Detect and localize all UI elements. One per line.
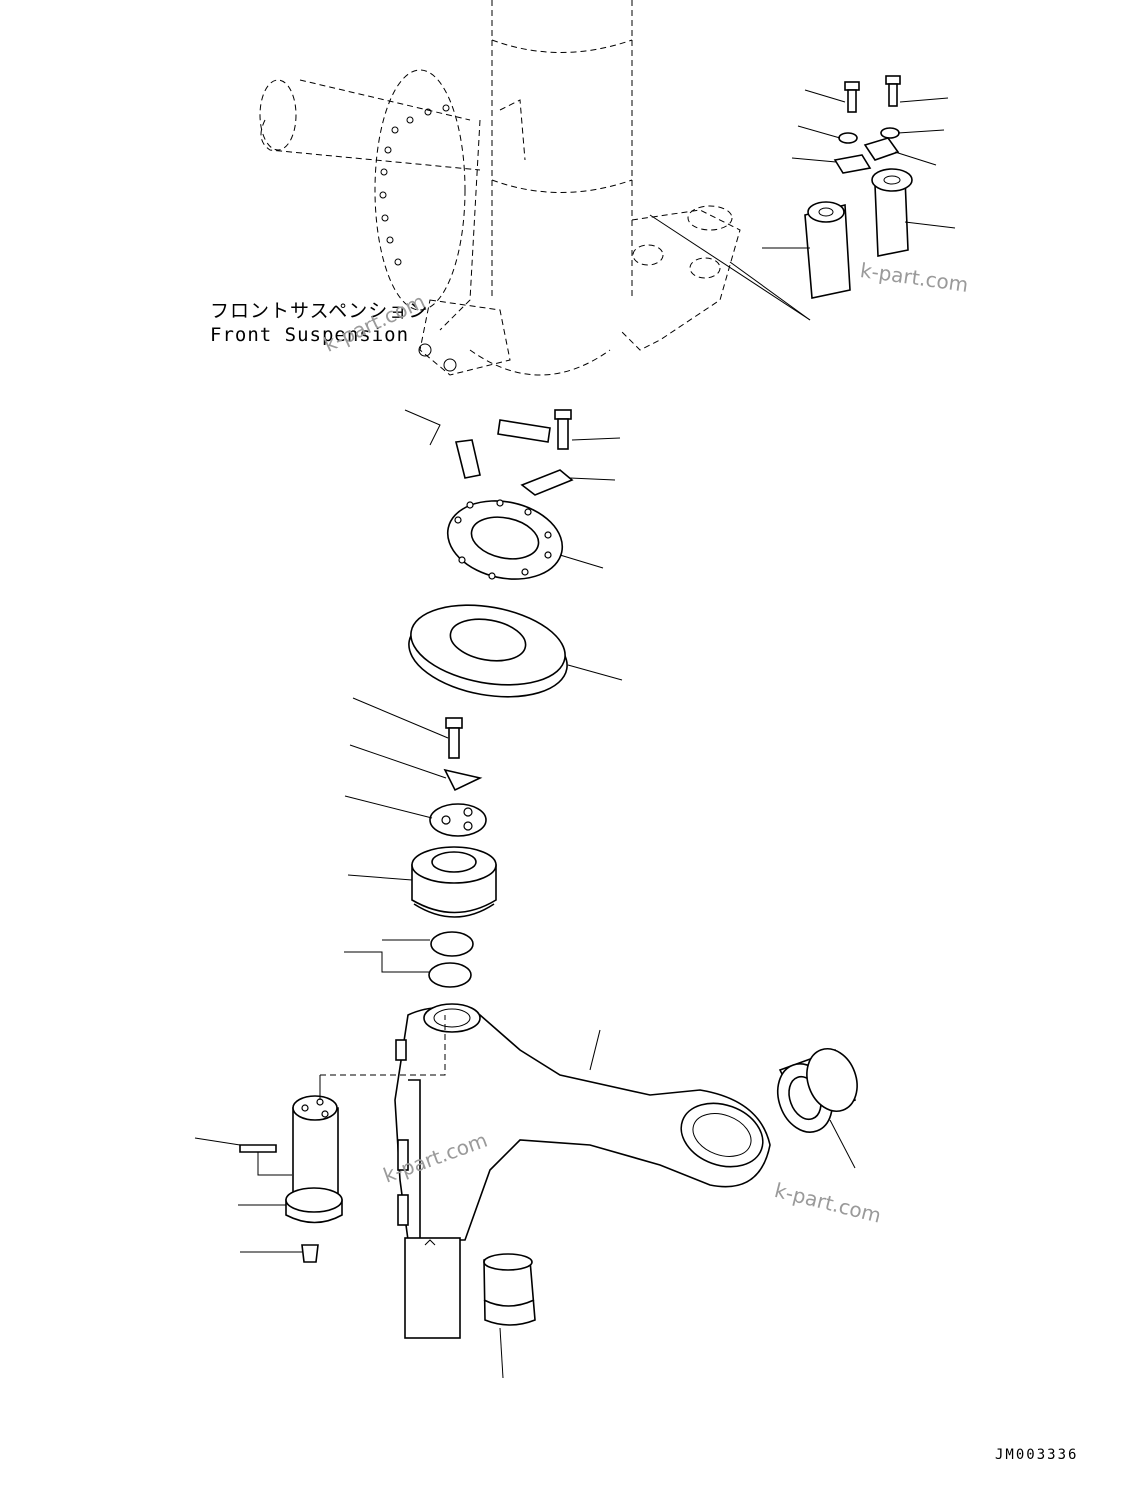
bolt-icon: [554, 409, 572, 450]
arm-foot: [404, 1237, 461, 1339]
seal-ring: [446, 499, 604, 580]
mid-fasteners: [404, 409, 621, 496]
pin-icon: [804, 201, 851, 299]
top-right-fasteners: [762, 75, 956, 299]
key-icon: [239, 1144, 277, 1153]
pin-icon: [871, 168, 913, 257]
cushion-ring: [408, 604, 623, 698]
bolt-icon: [844, 81, 860, 113]
plate-icon: [520, 469, 574, 496]
front-suspension-label-jp: フロントサスペンション: [210, 300, 429, 322]
plate-icon: [497, 419, 551, 443]
center-stack: [344, 697, 487, 837]
lock-plate-icon: [863, 137, 900, 161]
grease-fitting-icon: [301, 1244, 319, 1263]
lower-bushing: [483, 1253, 536, 1379]
cap-icon: [429, 803, 487, 837]
bolt-icon: [445, 717, 463, 759]
front-suspension-label-en: Front Suspension: [210, 324, 410, 346]
triangle-plate-icon: [443, 768, 483, 792]
arm-pin: [194, 1015, 446, 1263]
suspension-arm: [394, 1003, 771, 1339]
washer-icon: [880, 127, 900, 139]
flange-holes: [379, 104, 450, 266]
plate-icon: [455, 439, 481, 479]
right-bushing: [776, 1048, 858, 1169]
bolt-icon: [885, 75, 901, 107]
o-rings: [344, 931, 474, 988]
washer-icon: [838, 132, 858, 144]
lock-plate-icon: [833, 154, 872, 174]
drawing-code: JM003336: [995, 1447, 1079, 1463]
spherical-bearing: [347, 846, 497, 918]
front-suspension-assembly: [259, 0, 811, 376]
